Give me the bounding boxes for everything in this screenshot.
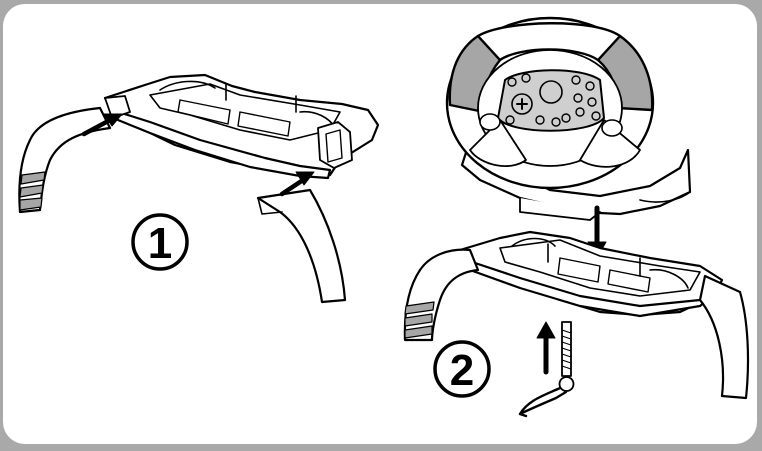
step1-arrow-right [279, 171, 315, 197]
steering-wheel [445, 16, 655, 190]
step2-number-badge: 2 [433, 340, 491, 398]
step2-left-leg [403, 248, 480, 342]
step2-base [458, 230, 724, 318]
step1-number-badge: 1 [131, 213, 189, 271]
step1-base [103, 73, 380, 180]
clamp-screw [518, 321, 575, 418]
step1-arrow-left [81, 113, 123, 137]
step2-right-leg [698, 274, 750, 400]
step1-right-leg [256, 188, 347, 304]
step1-number: 1 [148, 219, 172, 268]
step2-number: 2 [450, 346, 474, 395]
step2-arrow-up [536, 321, 556, 375]
step2-assembly: 2 [403, 16, 750, 418]
step1-left-leg [18, 106, 112, 214]
step1-assembly: 1 [18, 73, 380, 304]
